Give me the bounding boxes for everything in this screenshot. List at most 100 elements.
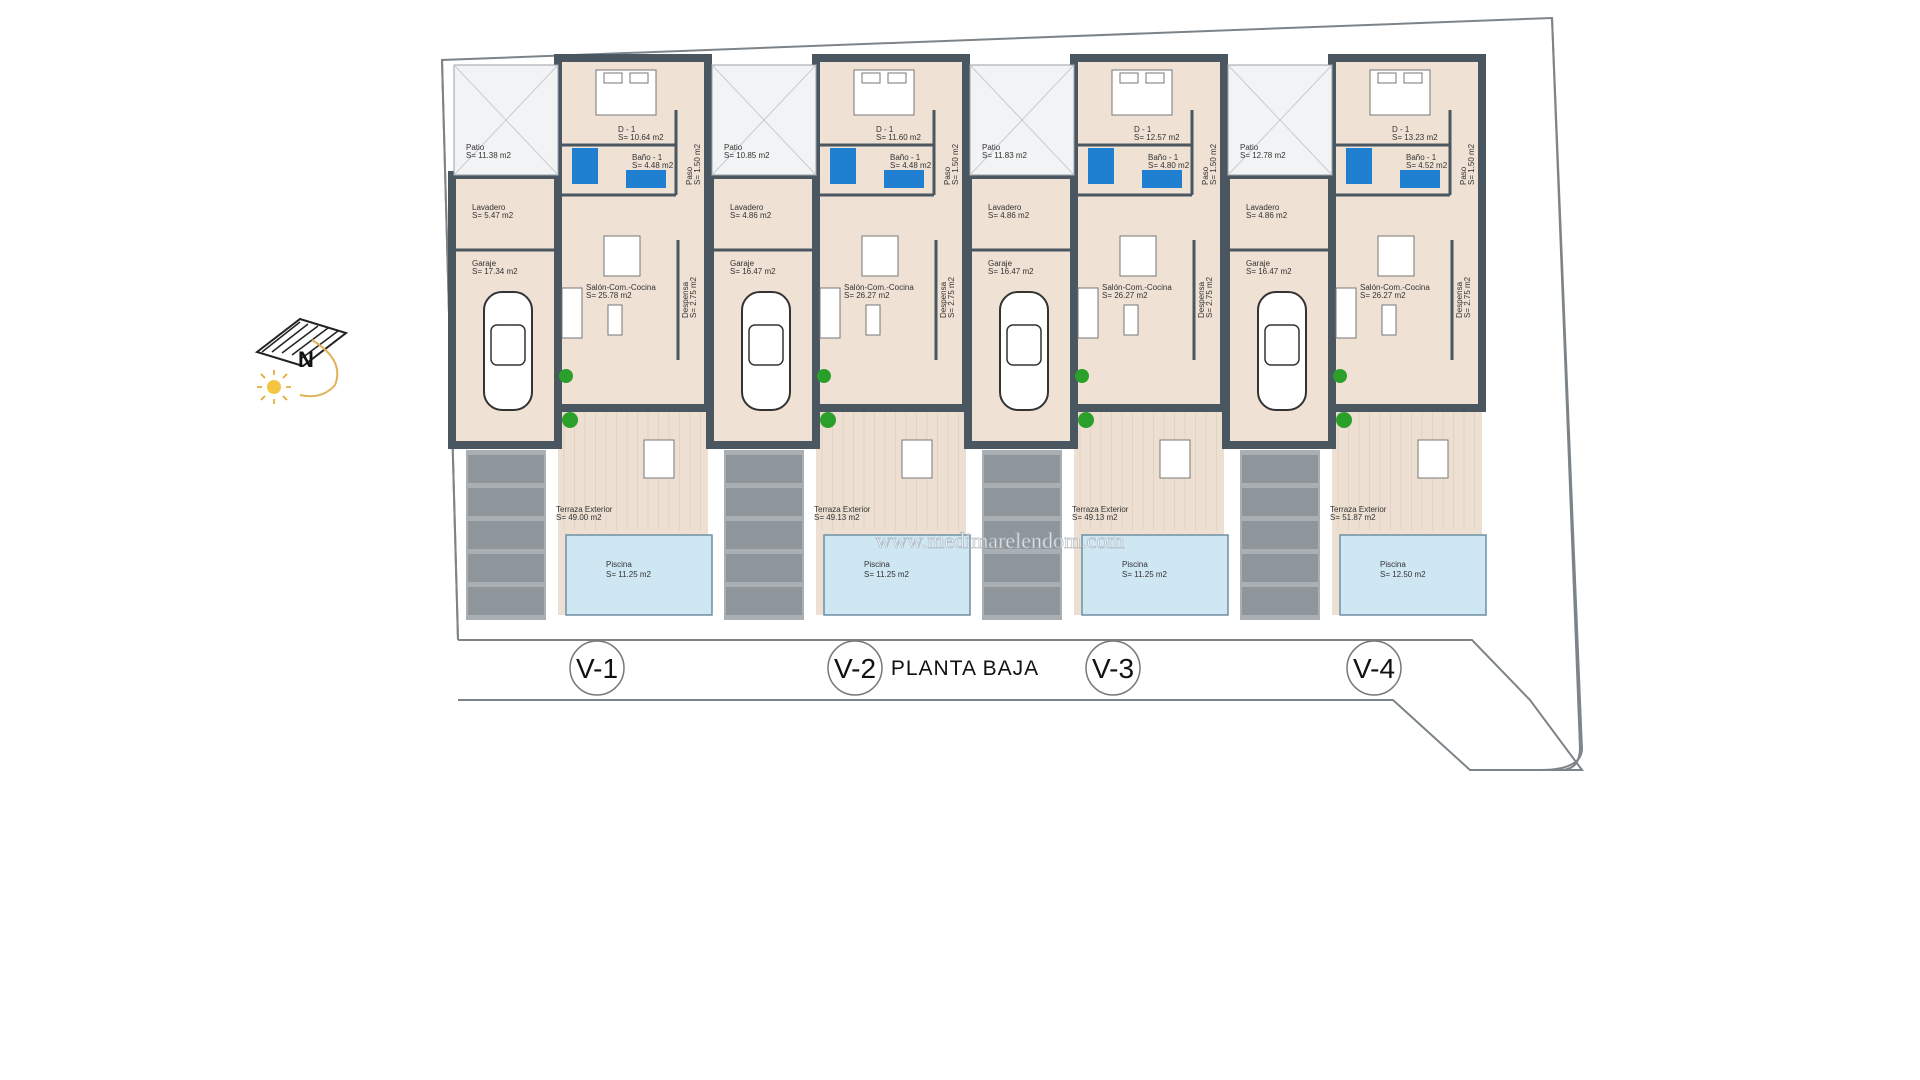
- patio-label: Patio: [982, 143, 1001, 152]
- bedroom-label: D - 1: [618, 125, 636, 134]
- living-area-label: S= 25.78 m2: [586, 291, 632, 300]
- basin-tile: [626, 170, 666, 188]
- patio-diagonal: [711, 64, 817, 176]
- driveway-paver: [726, 587, 802, 615]
- outdoor-table-icon: [643, 439, 675, 479]
- car-roof-icon: [1006, 324, 1042, 366]
- laundry-area-label: S= 5.47 m2: [472, 211, 514, 220]
- coffee-table-icon: [1123, 304, 1139, 336]
- plan-title: PLANTA BAJA: [891, 657, 1039, 680]
- driveway-paver: [984, 521, 1060, 549]
- plant-icon: [817, 369, 831, 383]
- shower-tile: [572, 148, 598, 184]
- garage-area-label: S= 16.47 m2: [988, 267, 1034, 276]
- laundry-label: Lavadero: [1246, 203, 1280, 212]
- driveway-paver: [1242, 554, 1318, 582]
- pool-basin: [823, 534, 971, 616]
- pillow-icon: [603, 72, 623, 84]
- pantry-label: Despensa: [1197, 281, 1206, 318]
- watermark: www.medimarelendom.com: [875, 528, 1124, 553]
- bath-label: Baño - 1: [1406, 153, 1437, 162]
- bedroom-label: D - 1: [1134, 125, 1152, 134]
- terrace-label: Terraza Exterior: [1072, 505, 1129, 514]
- patio-label: Patio: [466, 143, 485, 152]
- car-roof-icon: [748, 324, 784, 366]
- pool-label: Piscina: [1122, 560, 1148, 569]
- laundry-area-label: S= 4.86 m2: [988, 211, 1030, 220]
- terrace-area-label: S= 49.00 m2: [556, 513, 602, 522]
- hall-label: Paso: [943, 166, 952, 185]
- pool-label: Piscina: [864, 560, 890, 569]
- house-shell: [1328, 54, 1486, 412]
- car-icon: [483, 291, 533, 411]
- laundry-label: Lavadero: [988, 203, 1022, 212]
- driveway-paver: [468, 587, 544, 615]
- dining-table-icon: [1119, 235, 1157, 277]
- bath-area-label: S= 4.48 m2: [890, 161, 932, 170]
- unit-tag-label: V-2: [834, 653, 876, 684]
- plant-icon: [1075, 369, 1089, 383]
- terrace-deck-lines: [1337, 412, 1475, 530]
- driveway-paver: [468, 521, 544, 549]
- hall-area-label: S= 1.50 m2: [1467, 143, 1476, 185]
- shower-tile: [1088, 148, 1114, 184]
- unit-tag-4: V-4: [1346, 640, 1402, 696]
- laundry-area-label: S= 4.86 m2: [730, 211, 772, 220]
- driveway-paver: [468, 488, 544, 516]
- pantry-area-label: S= 2.75 m2: [689, 276, 698, 318]
- hall-area-label: S= 1.50 m2: [951, 143, 960, 185]
- hall-label: Paso: [685, 166, 694, 185]
- patio-area-label: S= 11.38 m2: [466, 151, 512, 160]
- plant-icon: [1333, 369, 1347, 383]
- bedroom-area-label: S= 11.60 m2: [876, 133, 922, 142]
- pantry-area-label: S= 2.75 m2: [1463, 276, 1472, 318]
- bed-icon: [853, 69, 915, 116]
- street-edge: [458, 17, 1582, 771]
- bedroom-area-label: S= 12.57 m2: [1134, 133, 1180, 142]
- car-icon: [1257, 291, 1307, 411]
- hall-label: Paso: [1201, 166, 1210, 185]
- bed-icon: [595, 69, 657, 116]
- terrace-deck-lines: [821, 412, 959, 530]
- pool-label: Piscina: [1380, 560, 1406, 569]
- bedroom-label: D - 1: [876, 125, 894, 134]
- unit-tag-label: V-3: [1092, 653, 1134, 684]
- bedroom-label: D - 1: [1392, 125, 1410, 134]
- pillow-icon: [1145, 72, 1165, 84]
- unit-tag-1: V-1: [569, 640, 625, 696]
- patio-area-label: S= 11.83 m2: [982, 151, 1028, 160]
- patio-label: Patio: [724, 143, 743, 152]
- coffee-table-icon: [865, 304, 881, 336]
- laundry-label: Lavadero: [730, 203, 764, 212]
- sofa-icon: [819, 287, 841, 339]
- plant-icon: [820, 412, 836, 428]
- patio-area-label: S= 12.78 m2: [1240, 151, 1286, 160]
- driveway-paver: [726, 488, 802, 516]
- driveway-paver: [726, 554, 802, 582]
- unit-tags: V-1 V-2 V-3 V-4: [569, 640, 1402, 696]
- hall-label: Paso: [1459, 166, 1468, 185]
- bed-icon: [1369, 69, 1431, 116]
- living-label: Salón-Com.-Cocina: [1360, 283, 1430, 292]
- living-label: Salón-Com.-Cocina: [1102, 283, 1172, 292]
- unit-tag-3: V-3: [1085, 640, 1141, 696]
- bath-area-label: S= 4.80 m2: [1148, 161, 1190, 170]
- unit-tag-circle: [827, 640, 883, 696]
- laundry-label: Lavadero: [472, 203, 506, 212]
- pool-basin: [1081, 534, 1229, 616]
- plant-icon: [1078, 412, 1094, 428]
- unit-tag-label: V-1: [576, 653, 618, 684]
- pool-area-label: S= 11.25 m2: [864, 570, 910, 579]
- living-area-label: S= 26.27 m2: [844, 291, 890, 300]
- dining-table-icon: [603, 235, 641, 277]
- coffee-table-icon: [607, 304, 623, 336]
- patio-label: Patio: [1240, 143, 1259, 152]
- bath-label: Baño - 1: [632, 153, 663, 162]
- driveway-paver: [984, 554, 1060, 582]
- plant-icon: [562, 412, 578, 428]
- basin-tile: [1142, 170, 1182, 188]
- terrace-area-label: S= 51.87 m2: [1330, 513, 1376, 522]
- driveway-paver: [468, 455, 544, 483]
- pillow-icon: [1377, 72, 1397, 84]
